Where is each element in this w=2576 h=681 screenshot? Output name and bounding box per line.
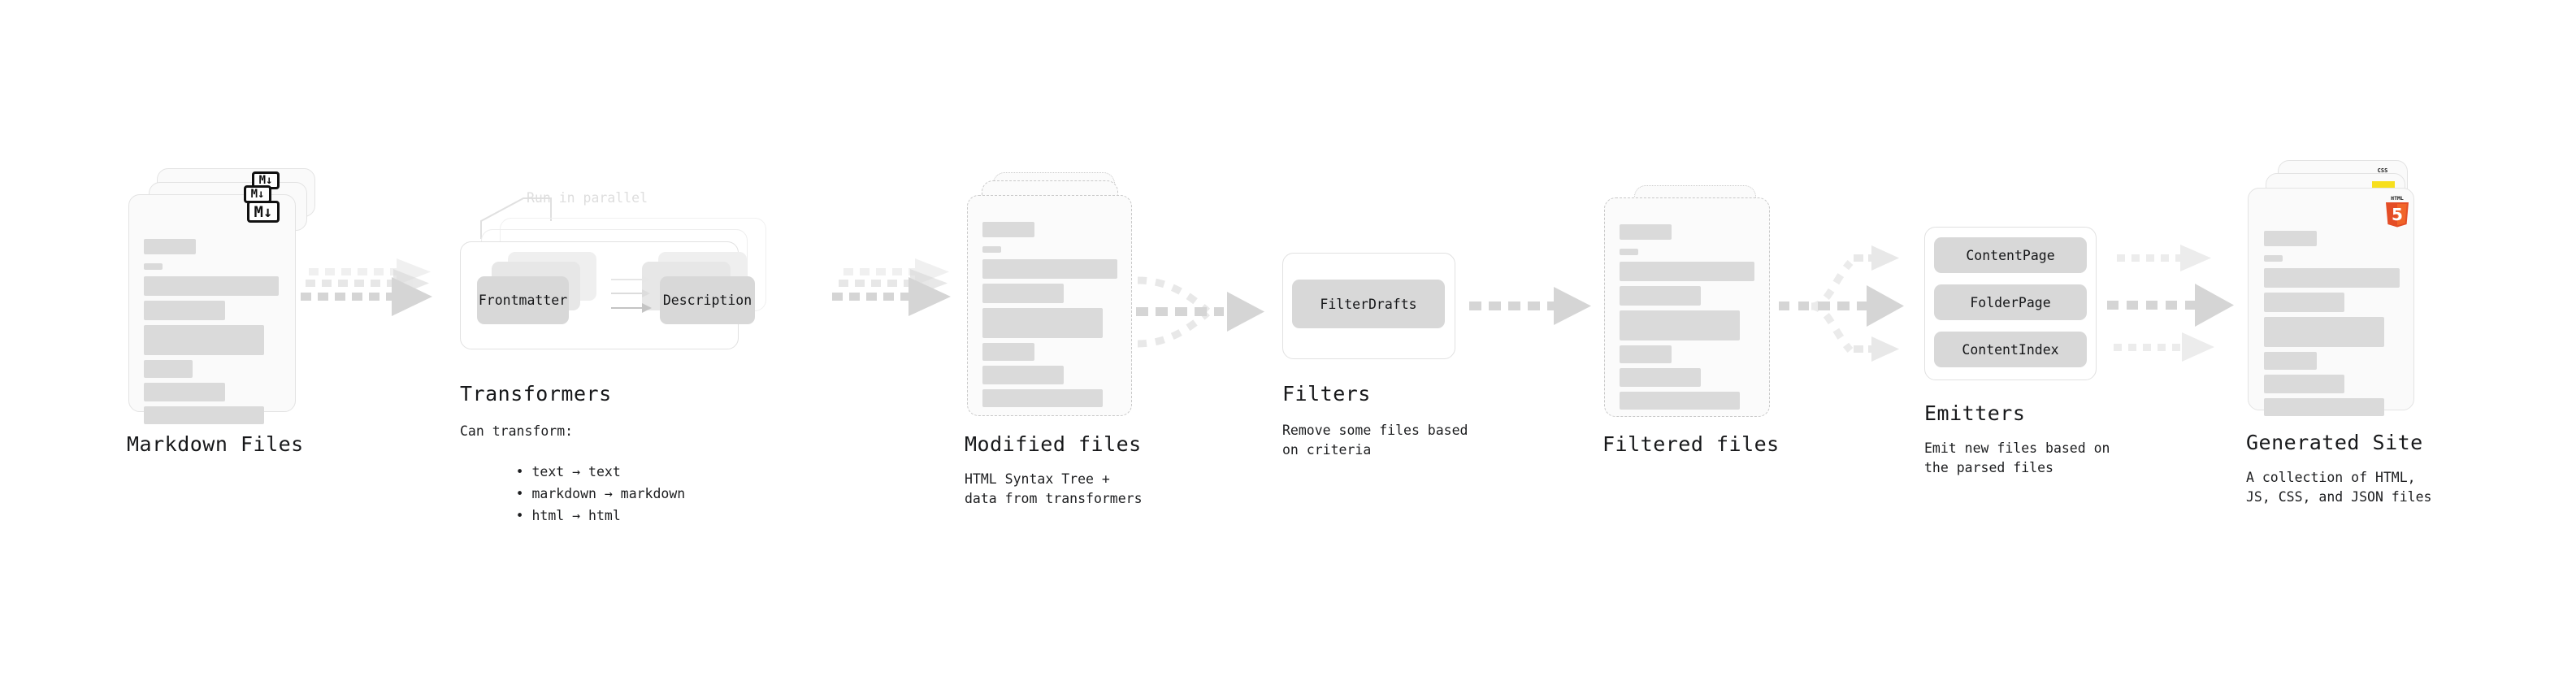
doc-placeholder-line: [2264, 231, 2317, 246]
doc-placeholder-line: [982, 366, 1064, 384]
transformers-bullet-2: • html → html: [467, 487, 621, 545]
doc-placeholder-line: [982, 284, 1064, 303]
doc-placeholder-line: [1620, 368, 1701, 387]
doc-placeholder-line: [1620, 249, 1638, 255]
connector-modified-files-to-filters: [1136, 276, 1264, 348]
emitter-chip-label: ContentPage: [1966, 247, 2055, 263]
emitter-chip-label: ContentIndex: [1962, 341, 2059, 358]
doc-placeholder-line: [144, 325, 264, 355]
stage-title-generated-site: Generated Site: [2246, 431, 2423, 454]
emitter-chip-folderpage[interactable]: FolderPage: [1934, 284, 2087, 320]
doc-placeholder-line: [1620, 224, 1672, 240]
doc-placeholder-line: [982, 222, 1034, 237]
connector-filters-to-filtered-files: [1469, 287, 1591, 325]
doc-placeholder-line: [2264, 317, 2384, 347]
doc-placeholder-line: [144, 239, 196, 254]
doc-placeholder-line: [1620, 345, 1672, 363]
doc-placeholder-line: [2264, 398, 2384, 416]
site-file-card-front: [2248, 188, 2414, 416]
doc-placeholder-line: [2264, 293, 2344, 312]
transformers-desc: Can transform:: [460, 423, 574, 439]
emitter-chip-label: FolderPage: [1970, 294, 2051, 310]
doc-placeholder-line: [144, 263, 163, 270]
doc-placeholder-line: [1620, 286, 1701, 306]
markdown-badge-letter: M↓: [258, 174, 273, 187]
filter-chip-filterdrafts[interactable]: FilterDrafts: [1292, 280, 1445, 328]
transformer-chip-label: Description: [662, 293, 752, 308]
transformers-bullet-0: • text → text: [467, 443, 621, 501]
transformer-chip-label: Frontmatter: [478, 293, 568, 308]
doc-placeholder-line: [1620, 310, 1740, 340]
stage-title-filtered-files: Filtered files: [1602, 432, 1780, 456]
modified-files-desc: HTML Syntax Tree + data from transformer…: [965, 471, 1143, 506]
bullet-marker: •: [515, 486, 532, 501]
doc-placeholder-line: [1620, 392, 1740, 410]
transformers-bullet-1: • markdown → markdown: [467, 465, 686, 523]
filter-chip-label: FilterDrafts: [1320, 296, 1417, 312]
emitter-chip-contentindex[interactable]: ContentIndex: [1934, 332, 2087, 367]
stage-title-modified-files: Modified files: [965, 432, 1142, 456]
connector-transformers-to-modified-files: [832, 258, 951, 316]
html5-badge: HTML 5: [2386, 195, 2409, 228]
modified-file-card-front: [967, 195, 1132, 416]
generated-site-desc: A collection of HTML, JS, CSS, and JSON …: [2246, 470, 2432, 505]
transformer-chip-description[interactable]: Description: [660, 276, 755, 324]
svg-text:HTML: HTML: [2391, 195, 2404, 202]
doc-placeholder-line: [1620, 262, 1754, 281]
doc-placeholder-line: [2264, 255, 2283, 262]
bullet-text: text → text: [531, 464, 621, 479]
markdown-badge-mid: M↓: [244, 185, 271, 203]
bullet-text: html → html: [531, 508, 621, 523]
markdown-badge-letter: M↓: [254, 202, 273, 221]
doc-placeholder-line: [144, 406, 264, 424]
emitters-desc: Emit new files based on the parsed files: [1924, 440, 2110, 475]
doc-placeholder-line: [982, 308, 1103, 338]
bullet-marker: •: [515, 464, 532, 479]
connector-markdown-to-transformers: [301, 258, 432, 316]
stage-title-filters: Filters: [1282, 382, 1371, 406]
doc-placeholder-line: [144, 301, 225, 320]
stage-title-transformers: Transformers: [460, 382, 612, 406]
svg-text:5: 5: [2392, 205, 2403, 224]
filters-desc: Remove some files based on criteria: [1282, 423, 1468, 458]
bullet-text: markdown → markdown: [531, 486, 686, 501]
markdown-badge-front: M↓: [247, 201, 280, 223]
stage-title-markdown-files: Markdown Files: [127, 432, 304, 456]
connector-emitters-to-generated-site: [2107, 245, 2234, 362]
markdown-file-card-front: [128, 194, 296, 424]
doc-placeholder-line: [2264, 352, 2317, 370]
markdown-badge-letter: M↓: [250, 188, 265, 201]
run-in-parallel-label: Run in parallel: [527, 190, 648, 206]
doc-placeholder-line: [144, 383, 225, 401]
doc-placeholder-line: [982, 343, 1034, 361]
doc-placeholder-line: [144, 276, 279, 296]
doc-placeholder-line: [982, 246, 1001, 253]
emitter-chip-contentpage[interactable]: ContentPage: [1934, 237, 2087, 273]
doc-placeholder-line: [144, 360, 193, 378]
svg-text:CSS: CSS: [2378, 167, 2388, 174]
bullet-marker: •: [515, 508, 532, 523]
doc-placeholder-line: [982, 259, 1117, 279]
doc-placeholder-line: [2264, 268, 2400, 288]
doc-placeholder-line: [2264, 375, 2344, 393]
stage-title-emitters: Emitters: [1924, 401, 2026, 425]
doc-placeholder-line: [982, 389, 1103, 407]
connector-filtered-files-to-emitters: [1779, 245, 1904, 362]
markdown-badge-back: M↓: [252, 171, 280, 189]
filtered-file-card-front: [1604, 197, 1770, 417]
transformer-chip-frontmatter[interactable]: Frontmatter: [477, 276, 569, 324]
